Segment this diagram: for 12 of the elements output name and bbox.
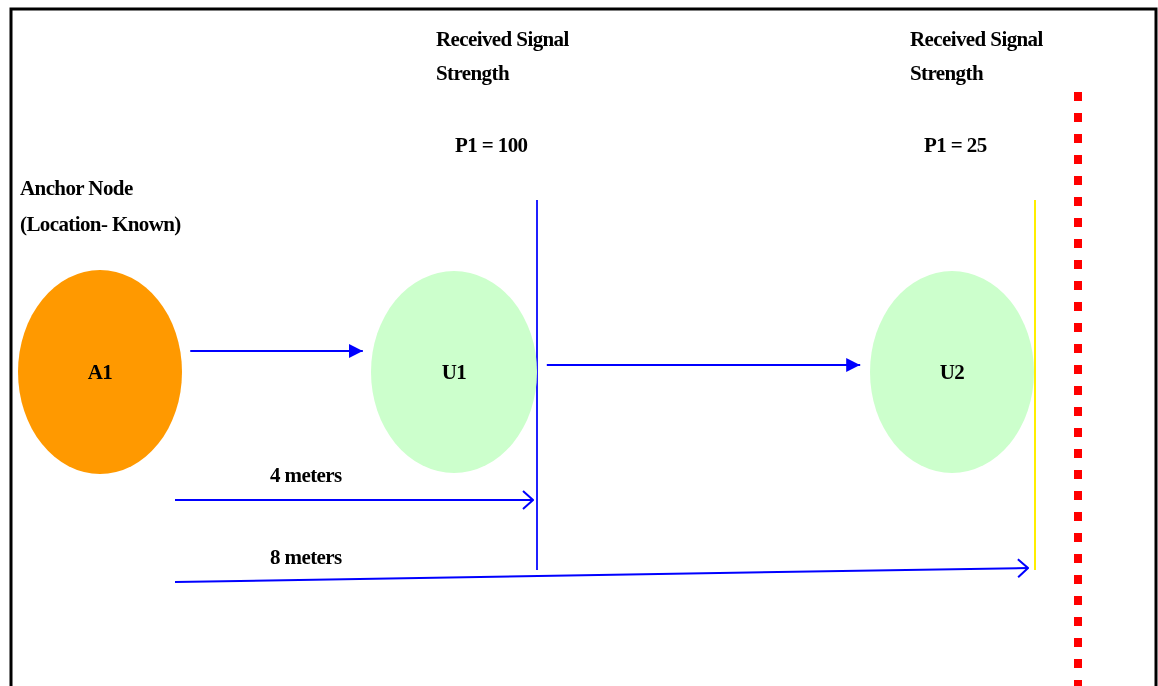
- distance-label: 8 meters: [270, 544, 343, 571]
- arrow: [545, 358, 862, 372]
- arrow: [189, 344, 364, 358]
- node-label: A1: [86, 359, 114, 385]
- signal-label: Received Signal Strength: [910, 26, 1044, 87]
- power-value: P1 = 25: [924, 132, 988, 159]
- node-caption: Anchor Node (Location- Known): [20, 175, 182, 238]
- node-label: U2: [938, 359, 966, 385]
- node-label: U1: [440, 359, 468, 385]
- signal-label: Received Signal Strength: [436, 26, 570, 87]
- power-value: P1 = 100: [455, 132, 529, 159]
- distance-label: 4 meters: [270, 462, 343, 489]
